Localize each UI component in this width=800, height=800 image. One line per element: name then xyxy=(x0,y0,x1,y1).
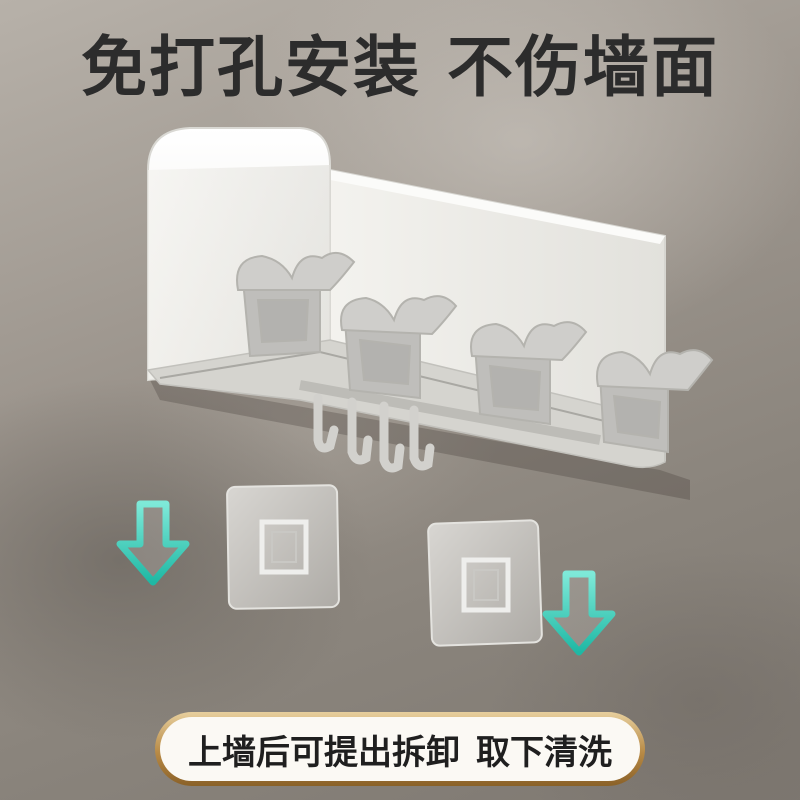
toothbrush-holder xyxy=(470,321,588,426)
headline: 免打孔安装不伤墙面 xyxy=(0,14,800,110)
toothbrush-holder xyxy=(340,295,458,400)
storage-box xyxy=(146,127,666,469)
headline-part-1: 免打孔安装 xyxy=(81,29,421,106)
arrow-down-icon xyxy=(542,570,616,656)
feature-badge-text: 上墙后可提出拆卸取下清洗 xyxy=(160,717,640,781)
feature-badge: 上墙后可提出拆卸取下清洗 xyxy=(155,712,645,786)
toothbrush-holder xyxy=(236,251,356,358)
adhesive-pad xyxy=(226,484,340,610)
toothbrush-holder xyxy=(596,349,714,454)
adhesive-pad xyxy=(427,519,543,647)
headline-part-2: 不伤墙面 xyxy=(447,29,719,106)
arrow-down-icon xyxy=(116,500,190,586)
hook-row xyxy=(313,393,435,473)
badge-part-1: 上墙后可提出拆卸 xyxy=(188,732,460,773)
badge-part-2: 取下清洗 xyxy=(476,732,612,773)
